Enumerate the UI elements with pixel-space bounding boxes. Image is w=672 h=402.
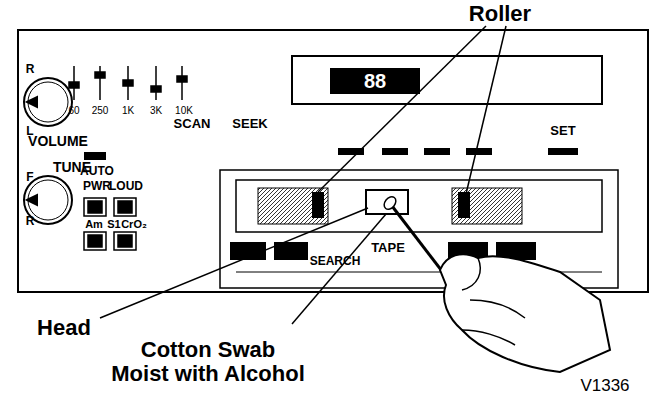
equalizer-sliders xyxy=(69,66,187,100)
figure-number: V1336 xyxy=(580,377,629,396)
button-label: AUTO xyxy=(80,165,114,178)
knob-mark: F xyxy=(26,171,33,184)
preset-buttons xyxy=(84,148,578,160)
display-digits: 88 xyxy=(364,70,386,92)
tape-head xyxy=(366,190,408,214)
button-label: PWR xyxy=(83,180,111,193)
frequency-label: 3K xyxy=(150,105,162,116)
display xyxy=(292,56,602,104)
button-label: SET xyxy=(550,124,575,138)
left-roller xyxy=(258,188,328,224)
hand xyxy=(440,254,610,372)
button-label: SCAN xyxy=(174,117,211,131)
frequency-label: 10K xyxy=(175,105,193,116)
tape-slot xyxy=(236,180,602,232)
button-label: LOUD xyxy=(109,180,143,193)
knob-mark: R xyxy=(26,63,35,76)
button-label: SEEK xyxy=(232,117,267,131)
part-label: Head xyxy=(37,316,91,340)
right-roller xyxy=(452,188,522,224)
frequency-label: 1K xyxy=(122,105,134,116)
part-label: Cotton Swab Moist with Alcohol xyxy=(110,338,306,386)
button-label: SEARCH xyxy=(310,255,361,268)
button-label: CrO₂ xyxy=(121,218,147,230)
button-label: S1 xyxy=(107,218,120,230)
part-label: Roller xyxy=(469,2,531,26)
faceplate xyxy=(18,30,648,292)
knob-mark: R xyxy=(26,215,35,228)
frequency-label: 250 xyxy=(92,105,109,116)
leader-lines xyxy=(100,26,506,324)
frequency-label: 60 xyxy=(68,105,79,116)
cassette-bay xyxy=(220,170,618,288)
button-label: Am xyxy=(85,218,103,230)
button-label: TAPE xyxy=(371,241,405,255)
volume-knob xyxy=(24,78,72,126)
control-label: VOLUME xyxy=(28,134,88,149)
